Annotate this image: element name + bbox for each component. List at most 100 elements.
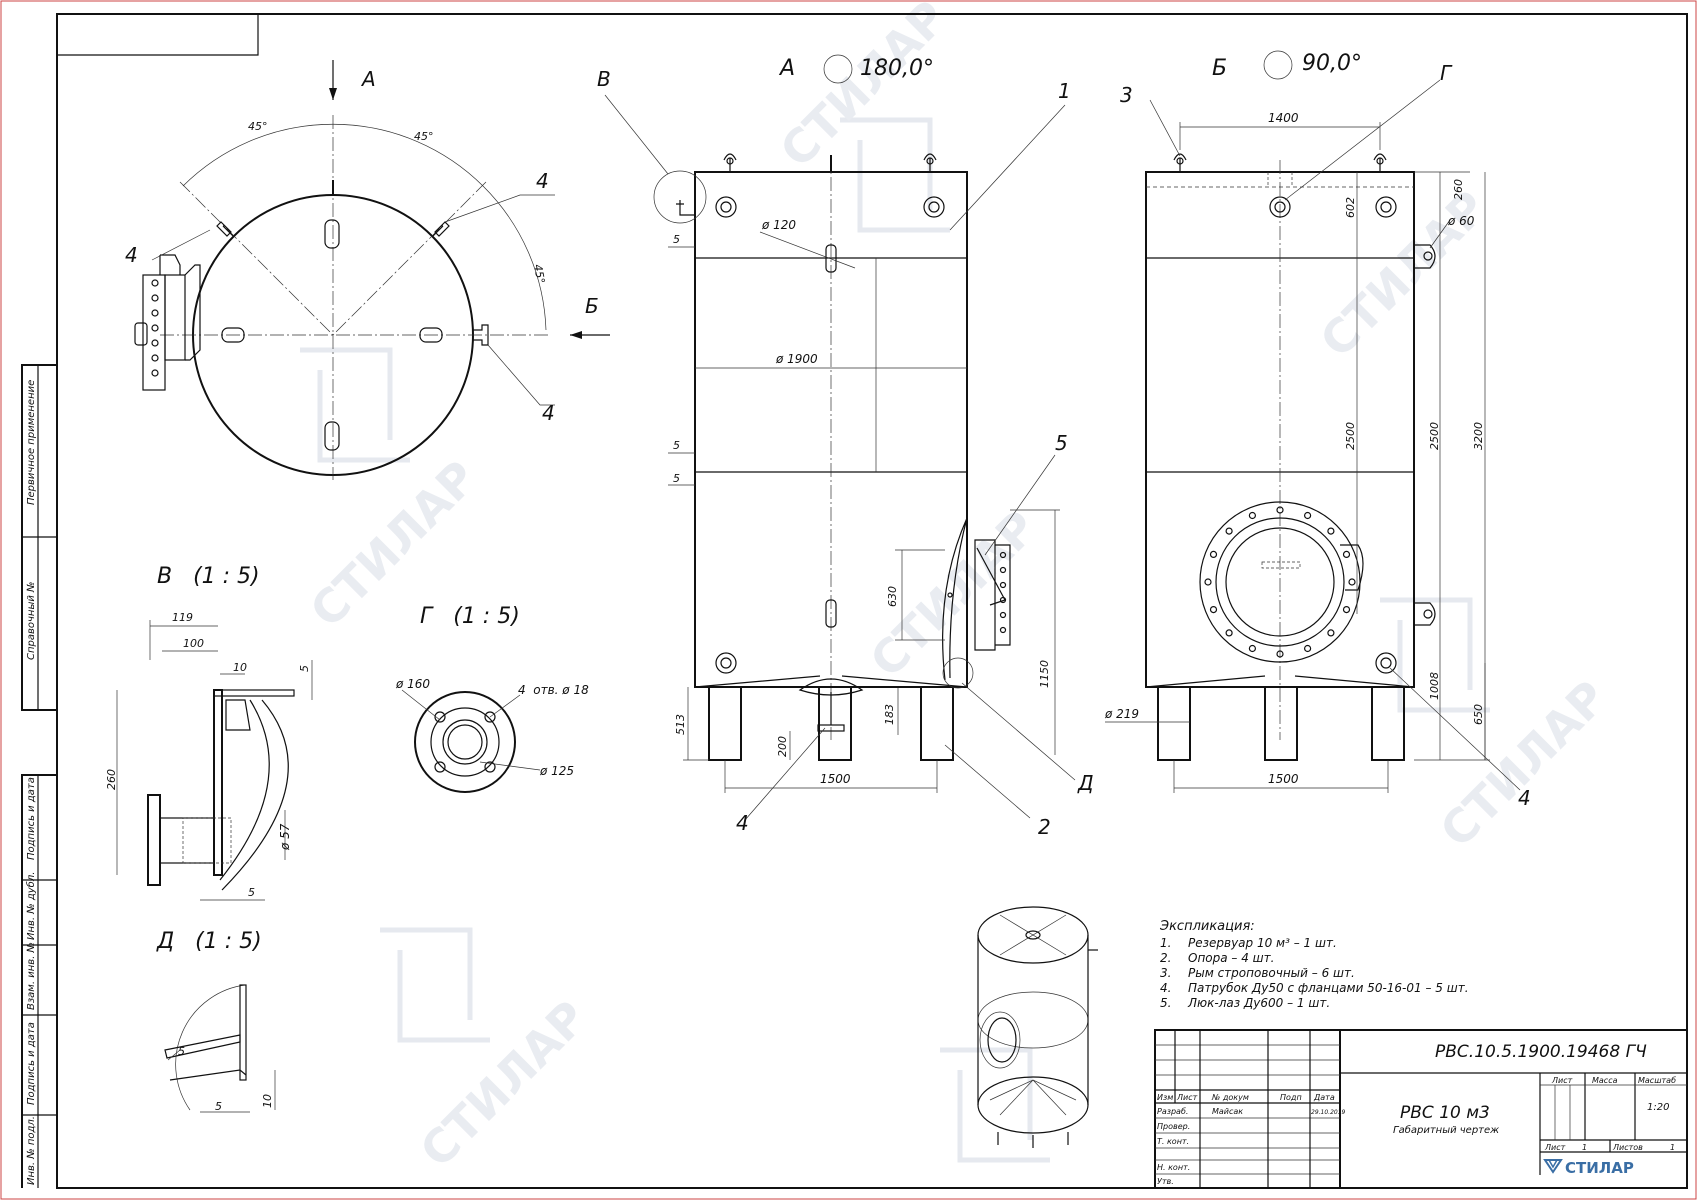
dim-183: 183	[883, 704, 896, 725]
callout-4: 4	[1518, 786, 1531, 810]
sheet-no: 1	[1582, 1143, 1587, 1152]
dim-5: 5	[673, 233, 680, 246]
dim-1500: 1500	[1268, 772, 1299, 786]
drawing-name: РВС 10 м3	[1400, 1103, 1490, 1123]
dim-d160: ø 160	[395, 677, 430, 691]
author: Майсак	[1212, 1107, 1243, 1116]
row-nkont: Н. конт.	[1157, 1163, 1190, 1172]
left-side-strip: Первичное применение Справочный № Подпис…	[21, 364, 57, 1188]
dim-d125: ø 125	[539, 764, 574, 778]
interch-inv-label: Взам. инв. №	[26, 942, 37, 1010]
date: 29.10.2019	[1311, 1109, 1346, 1116]
explication-num: 2.	[1160, 951, 1171, 965]
top-view: 45° 45° 45° А Б 4 4 4	[125, 60, 610, 480]
callout-4: 4	[536, 169, 549, 193]
row-prover: Провер.	[1157, 1122, 1190, 1131]
orig-inv-label: Инв. № подл.	[26, 1116, 37, 1185]
manhole-front	[942, 517, 1011, 681]
detail-d-title: Д (1 : 5)	[156, 929, 262, 954]
callout-1: 1	[1058, 79, 1071, 103]
manhole-bolt	[1303, 644, 1312, 653]
detail-d: Д (1 : 5) 5 5 10	[156, 929, 276, 1113]
doc-code: РВС.10.5.1900.19468 ГЧ	[1435, 1042, 1647, 1062]
sign-date-label: Подпись и дата	[26, 1022, 37, 1105]
scale-value: 1:20	[1647, 1102, 1669, 1113]
manhole-bolt	[1276, 650, 1284, 658]
detail-g: Г (1 : 5) ø 160 4 отв. ø 18 ø 125	[395, 604, 589, 793]
company-name: СТИЛАР	[1565, 1159, 1634, 1177]
dim-260: 260	[105, 769, 118, 790]
callout-4: 4	[736, 811, 749, 835]
explication-num: 1.	[1160, 936, 1171, 950]
watermark-text: СТИЛАР	[1310, 180, 1497, 367]
manhole-bolt	[1327, 629, 1335, 637]
dim-2500: 2500	[1428, 422, 1441, 450]
manhole-bolt	[1342, 605, 1351, 614]
dim-5: 5	[673, 439, 680, 452]
detail-g-title: Г (1 : 5)	[420, 604, 520, 629]
dim-2500: 2500	[1344, 422, 1357, 450]
callout-3: 3	[1120, 83, 1133, 107]
view-a-arrow-label: А	[360, 67, 376, 91]
side-view-angle: 90,0°	[1302, 51, 1362, 76]
dim-3200: 3200	[1472, 422, 1485, 450]
col-doc: № докум	[1211, 1093, 1249, 1102]
first-use-label: Первичное применение	[26, 380, 37, 505]
row-tkont: Т. конт.	[1157, 1137, 1189, 1146]
detail-v-title: В (1 : 5)	[157, 564, 260, 589]
manhole-bolt	[1348, 578, 1356, 586]
explication-num: 3.	[1160, 966, 1171, 980]
dim-602: 602	[1344, 197, 1357, 218]
dup-inv-label: Инв. № дубл.	[25, 872, 37, 940]
explication-text: Рым строповочный – 6 шт.	[1188, 966, 1355, 980]
manhole-bolt	[1303, 511, 1312, 520]
side-view: Б 90,0° 3 Г 4	[1104, 50, 1531, 810]
dim-260: 260	[1452, 179, 1465, 200]
sign-date-label: Подпись и дата	[26, 777, 37, 860]
angle-label: 45°	[414, 130, 434, 143]
explication-text: Патрубок Ду50 с фланцами 50-16-01 – 5 шт…	[1188, 981, 1469, 995]
col-date: Дата	[1313, 1093, 1335, 1102]
view-b-arrow-label: Б	[585, 294, 599, 318]
side-view-name: Б	[1212, 56, 1227, 81]
callout-d: Д	[1077, 771, 1094, 795]
dim-d120: ø 120	[761, 218, 796, 232]
angle-label: 45°	[531, 263, 547, 284]
dim-630: 630	[886, 586, 899, 607]
dim-650: 650	[1472, 704, 1485, 725]
dim-10: 10	[261, 1094, 274, 1108]
explication: Экспликация: 1. Резервуар 10 м³ – 1 шт. …	[1159, 919, 1469, 1010]
front-view-angle: 180,0°	[860, 56, 934, 81]
nozzle-top-right	[432, 221, 450, 237]
manhole-bolt	[1248, 644, 1257, 653]
title-block: РВС.10.5.1900.19468 ГЧ РВС 10 м3 Габарит…	[1154, 1029, 1688, 1189]
col-sign: Подп	[1280, 1093, 1302, 1102]
dim-d60: ø 60	[1447, 214, 1475, 228]
dim-5: 5	[215, 1100, 222, 1113]
angle-label: 45°	[248, 120, 268, 133]
row-utv: Утв.	[1157, 1177, 1174, 1186]
nozzle-top-left	[216, 221, 234, 237]
dim-d219: ø 219	[1104, 707, 1139, 721]
front-view: А 180,0°	[597, 54, 1094, 839]
callout-v: В	[597, 67, 611, 91]
front-view-name: А	[778, 56, 795, 81]
explication-text: Резервуар 10 м³ – 1 шт.	[1188, 936, 1337, 950]
manhole-bolt	[1225, 629, 1233, 637]
hdr-scale: Масштаб	[1638, 1076, 1676, 1085]
dim-100: 100	[183, 637, 204, 650]
dim-1500: 1500	[820, 772, 851, 786]
explication-text: Люк-лаз Ду600 – 1 шт.	[1187, 996, 1330, 1010]
callout-4: 4	[542, 401, 555, 425]
row-razrab: Разраб.	[1157, 1107, 1188, 1116]
dim-1400: 1400	[1268, 111, 1299, 125]
callout-g: Г	[1440, 61, 1453, 85]
dim-holes: 4 отв. ø 18	[518, 683, 589, 697]
sheet-label: Лист	[1544, 1143, 1566, 1152]
col-izm: Изм	[1157, 1093, 1173, 1102]
manhole-bolt	[1276, 506, 1284, 514]
detail-v: В (1 : 5) 119 100 10 5 260 ø 57 5	[105, 564, 313, 901]
isometric-view	[977, 906, 1098, 1148]
manhole-side	[1199, 501, 1364, 663]
